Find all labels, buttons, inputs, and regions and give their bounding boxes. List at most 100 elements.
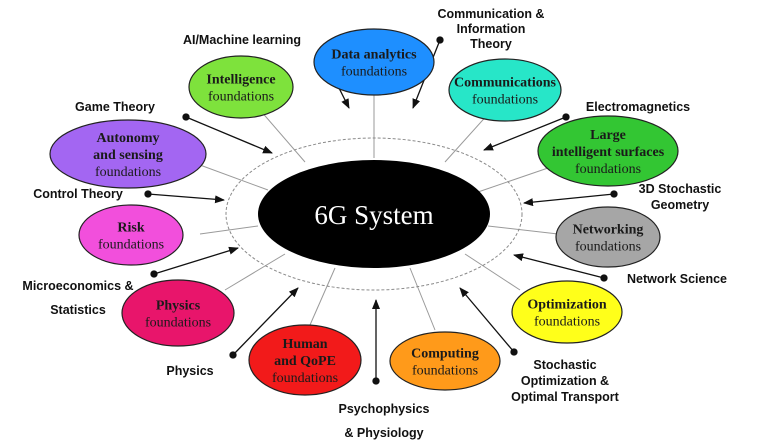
node-title-human-qope: Human [282,337,327,352]
spokes [199,88,559,331]
node-title-physics: Physics [156,299,201,314]
node-optimization: Optimization foundations [511,280,623,344]
node-ellipse-physics [121,279,235,347]
external-label-line: Information [457,22,526,36]
external-label-line: Electromagnetics [586,100,690,114]
external-label-line: & Physiology [344,426,423,440]
arrow-physics-ext [229,287,299,359]
external-label-line: Control Theory [33,187,123,201]
external-label-network-science: Network Science [627,272,727,286]
arrow-network-science [513,253,608,282]
external-label-line: 3D Stochastic [639,182,722,196]
spoke-computing [409,267,436,331]
external-label-physics-ext: Physics [166,364,213,378]
node-data-analytics: Data analytics foundations [313,28,435,96]
external-label-line: Theory [470,37,512,51]
external-label-line: Stochastic [533,358,596,372]
node-communications: Communications foundations [448,58,562,122]
node-ellipse-lis [537,115,679,187]
node-risk: Risk foundations [78,204,184,266]
external-label-line: Psychophysics [338,402,429,416]
foundation-nodes: Data analyticsfoundationsIntelligencefou… [49,28,679,396]
node-title-lis: intelligent surfaces [552,145,665,160]
node-title-lis: Large [590,128,626,143]
external-label-ai-ml: AI/Machine learning [183,33,301,47]
node-ellipse-risk [78,204,184,266]
spoke-lis [477,167,549,193]
external-label-microeconomics: Microeconomics & Statistics [22,279,133,317]
node-autonomy: Autonomy and sensing foundations [49,119,207,189]
node-subtitle-risk: foundations [98,238,164,253]
external-labels: AI/Machine learning Communication &Inform… [22,7,727,440]
external-label-game-theory: Game Theory [75,100,155,114]
external-label-control-theory: Control Theory [33,187,123,201]
node-subtitle-computing: foundations [412,364,478,379]
node-title-data-analytics: Data analytics [331,48,417,63]
node-ellipse-communications [448,58,562,122]
external-label-line: Optimal Transport [511,390,619,404]
node-lis: Large intelligent surfaces foundations [537,115,679,187]
arrow-control-theory [144,190,225,204]
node-physics: Physics foundations [121,279,235,347]
node-subtitle-data-analytics: foundations [341,65,407,80]
spoke-risk [199,225,259,235]
external-label-electromagnetics: Electromagnetics [586,100,690,114]
node-title-optimization: Optimization [527,298,607,313]
node-title-autonomy: and sensing [93,148,163,163]
spoke-human-qope [309,267,336,326]
external-label-line: Microeconomics & [22,279,133,293]
node-networking: Networking foundations [555,206,661,268]
node-title-risk: Risk [117,221,144,236]
external-label-line: Network Science [627,272,727,286]
arrow-electromagnetics [483,113,570,151]
node-subtitle-physics: foundations [145,316,211,331]
node-subtitle-optimization: foundations [534,315,600,330]
external-label-line: Communication & [438,7,545,21]
core-node: 6G System [258,160,490,268]
node-subtitle-intelligence: foundations [208,90,274,105]
node-ellipse-autonomy [49,119,207,189]
node-title-human-qope: and QoPE [274,354,336,369]
spoke-optimization [464,253,521,291]
node-subtitle-autonomy: foundations [95,165,161,180]
external-label-line: Optimization & [521,374,609,388]
external-label-line: Statistics [50,303,106,317]
node-title-intelligence: Intelligence [206,73,275,88]
arrow-game-theory [182,113,273,154]
node-ellipse-human-qope [248,324,362,396]
node-subtitle-networking: foundations [575,240,641,255]
node-ellipse-data-analytics [313,28,435,96]
spoke-physics [224,253,286,291]
node-subtitle-lis: foundations [575,162,641,177]
arrow-psychophysics [372,299,380,385]
arrow-microeconomics [150,246,239,278]
node-ellipse-optimization [511,280,623,344]
node-intelligence: Intelligence foundations [188,55,294,119]
node-ellipse-networking [555,206,661,268]
spoke-intelligence [259,109,306,163]
external-label-line: Geometry [651,198,709,212]
external-label-psychophysics: Psychophysics & Physiology [338,402,429,440]
external-label-line: AI/Machine learning [183,33,301,47]
core-label: 6G System [314,200,433,230]
arrow-stochastic-geometry [523,190,618,207]
spoke-networking [487,225,559,235]
node-title-autonomy: Autonomy [96,131,159,146]
spoke-autonomy [199,164,269,191]
node-subtitle-communications: foundations [472,93,538,108]
node-subtitle-human-qope: foundations [272,371,338,386]
external-label-line: Physics [166,364,213,378]
node-ellipse-intelligence [188,55,294,119]
arrow-stochastic-opt [459,287,518,356]
external-label-line: Game Theory [75,100,155,114]
node-ellipse-computing [389,331,501,391]
spoke-communications [444,111,491,163]
node-title-networking: Networking [573,223,644,238]
node-title-communications: Communications [454,76,556,91]
